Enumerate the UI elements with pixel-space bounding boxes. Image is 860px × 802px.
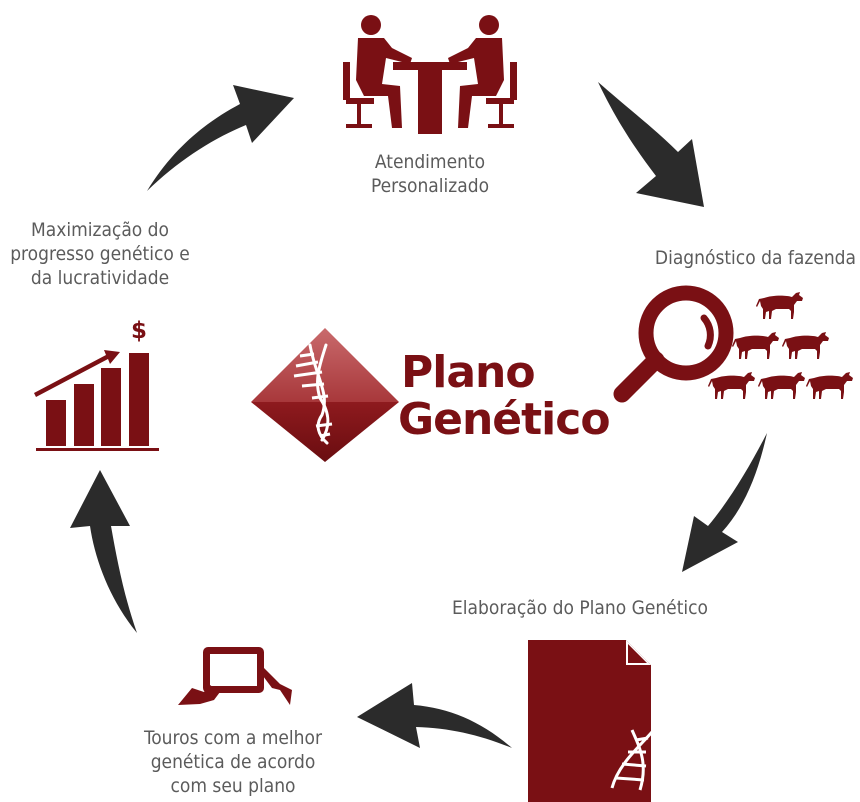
meeting-icon (343, 15, 517, 134)
cycle-arrow-left (70, 470, 137, 633)
logo-diamond (251, 328, 399, 462)
step-label-maximizacao: Maximização do progresso genético e da l… (10, 219, 190, 289)
dollar-sign-icon: $ (131, 318, 148, 344)
step-label-touros: Touros com a melhor genética de acordo c… (144, 727, 322, 797)
cycle-arrow-bottom (357, 683, 512, 748)
magnifier-cattle-icon (613, 285, 853, 403)
growth-chart-icon (34, 350, 159, 451)
step-label-diagnostico: Diagnóstico da fazenda (654, 247, 856, 269)
logo-title-line1: Plano (401, 347, 536, 398)
cycle-arrow-top-left (147, 85, 294, 191)
tablet-icon (178, 647, 292, 705)
step-label-atendimento: Atendimento Personalizado (370, 151, 490, 197)
document-dna-icon (528, 640, 654, 802)
logo-title-line2: Genético (398, 394, 611, 445)
cycle-arrow-top-right (598, 82, 704, 207)
step-label-elaboracao: Elaboração do Plano Genético (452, 597, 708, 619)
cycle-arrow-right (682, 433, 767, 572)
